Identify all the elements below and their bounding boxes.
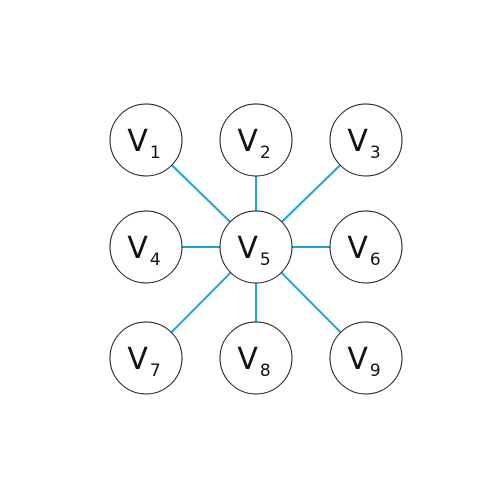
node-letter: V bbox=[237, 124, 258, 159]
node-subscript: 1 bbox=[150, 143, 161, 163]
node-subscript: 3 bbox=[370, 143, 381, 163]
node-circle bbox=[109, 103, 183, 177]
edge-v5-v3 bbox=[281, 164, 341, 223]
edge-v5-v7 bbox=[170, 271, 232, 334]
node-subscript: 6 bbox=[370, 250, 381, 270]
edge-v5-v1 bbox=[171, 164, 231, 223]
node-circle bbox=[219, 321, 293, 395]
node-circle bbox=[329, 103, 403, 177]
node-letter: V bbox=[347, 342, 368, 377]
node-circle bbox=[329, 210, 403, 284]
node-subscript: 8 bbox=[260, 361, 271, 381]
node-circle bbox=[219, 103, 293, 177]
edge-v5-v9 bbox=[280, 271, 342, 334]
node-letter: V bbox=[127, 342, 148, 377]
node-circle bbox=[219, 210, 293, 284]
node-circle bbox=[109, 210, 183, 284]
node-subscript: 4 bbox=[150, 250, 161, 270]
node-subscript: 9 bbox=[370, 361, 381, 381]
node-subscript: 5 bbox=[260, 250, 271, 270]
node-letter: V bbox=[127, 231, 148, 266]
node-subscript: 7 bbox=[150, 361, 161, 381]
node-letter: V bbox=[347, 231, 368, 266]
node-letter: V bbox=[347, 124, 368, 159]
node-letter: V bbox=[127, 124, 148, 159]
edges-layer bbox=[170, 164, 342, 334]
node-subscript: 2 bbox=[260, 143, 271, 163]
node-letter: V bbox=[237, 231, 258, 266]
node-letter: V bbox=[237, 342, 258, 377]
node-circle bbox=[329, 321, 403, 395]
node-circle bbox=[109, 321, 183, 395]
